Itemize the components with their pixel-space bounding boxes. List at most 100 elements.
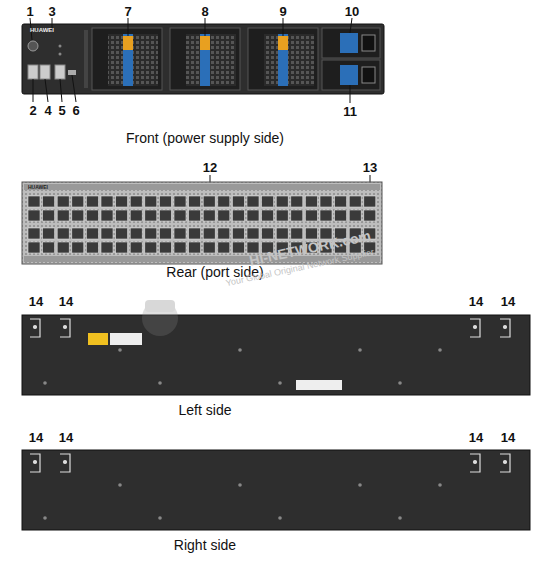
rear-panel (22, 182, 382, 264)
port-cage (145, 228, 157, 239)
port-cage (276, 228, 288, 239)
watermark-icon (142, 300, 178, 336)
port-cage (232, 210, 244, 221)
port-cage (159, 242, 171, 253)
front-panel (22, 24, 384, 94)
port-cage (305, 196, 317, 207)
port-cage (276, 196, 288, 207)
port-cage (247, 196, 259, 207)
port-cage (364, 196, 376, 207)
mounting-ear (470, 319, 480, 337)
callout-number: 14 (59, 431, 73, 444)
port-cage (174, 228, 186, 239)
callout-number: 14 (501, 431, 515, 444)
port-cage (43, 210, 55, 221)
callout-number: 9 (279, 5, 286, 18)
port-cage (101, 196, 113, 207)
port-cage (349, 210, 361, 221)
brand-mark: HUAWEI (30, 27, 54, 33)
port-cage (130, 242, 142, 253)
port-cage (276, 210, 288, 221)
port-cage (203, 242, 215, 253)
leader-lines (30, 18, 370, 200)
port-cage (57, 196, 69, 207)
port-cage (28, 210, 40, 221)
callout-number: 13 (363, 161, 377, 174)
callout-number: 12 (203, 161, 217, 174)
ear-hole (474, 326, 477, 329)
screw-hole (238, 483, 242, 487)
port-cage (86, 242, 98, 253)
port-cage (101, 228, 113, 239)
ear-hole (34, 461, 37, 464)
port-cage (320, 210, 332, 221)
port-cage (335, 210, 347, 221)
callout-number: 10 (345, 5, 359, 18)
screw-hole (438, 483, 442, 487)
callout-number: 7 (124, 5, 131, 18)
mounting-ears (30, 319, 510, 472)
mounting-ear (470, 454, 480, 472)
callout-number: 6 (72, 104, 79, 117)
port-cage (72, 242, 84, 253)
port-cage (28, 242, 40, 253)
screw-hole (438, 348, 442, 352)
screw-hole (238, 348, 242, 352)
port-cage (320, 196, 332, 207)
port-cage (159, 210, 171, 221)
screw-holes (43, 348, 442, 520)
port-cage (305, 228, 317, 239)
port-cage (130, 210, 142, 221)
screw-hole (278, 516, 282, 520)
port-cage (203, 228, 215, 239)
port-cage (218, 228, 230, 239)
callout-number: 4 (44, 104, 51, 117)
port-cage (43, 228, 55, 239)
view-caption: Right side (174, 538, 236, 552)
port-cage (72, 196, 84, 207)
mounting-ear (60, 454, 70, 472)
screw-hole (358, 348, 362, 352)
port-cage (116, 196, 128, 207)
callout-number: 14 (29, 431, 43, 444)
callout-number: 5 (58, 104, 65, 117)
screw-hole (398, 516, 402, 520)
callout-number: 2 (29, 104, 36, 117)
ear-hole (504, 326, 507, 329)
port-cage (145, 210, 157, 221)
port-cage (174, 196, 186, 207)
callout-number: 8 (201, 5, 208, 18)
port-cage (72, 228, 84, 239)
screw-hole (118, 483, 122, 487)
port-cage (335, 196, 347, 207)
view-caption: Front (power supply side) (126, 131, 284, 145)
port-cage (174, 210, 186, 221)
screw-hole (398, 381, 402, 385)
callout-number: 14 (29, 295, 43, 308)
callout-number: 14 (469, 295, 483, 308)
screw-hole (278, 381, 282, 385)
port-cage (189, 228, 201, 239)
port-cage (189, 242, 201, 253)
screw-hole (358, 483, 362, 487)
callout-number: 11 (343, 105, 357, 118)
port-cage (159, 196, 171, 207)
port-cage (247, 210, 259, 221)
mounting-ear (500, 454, 510, 472)
port-cage (291, 228, 303, 239)
right-side-panel (22, 450, 530, 530)
port-cage (218, 196, 230, 207)
port-cage (262, 196, 274, 207)
mounting-ear (500, 319, 510, 337)
port-cage (116, 228, 128, 239)
callout-number: 1 (26, 5, 33, 18)
port-cage (232, 242, 244, 253)
left-side-panel (22, 315, 530, 395)
port-cage (57, 228, 69, 239)
ear-hole (474, 461, 477, 464)
view-caption: Left side (179, 403, 232, 417)
port-cage (174, 242, 186, 253)
port-cage (101, 210, 113, 221)
